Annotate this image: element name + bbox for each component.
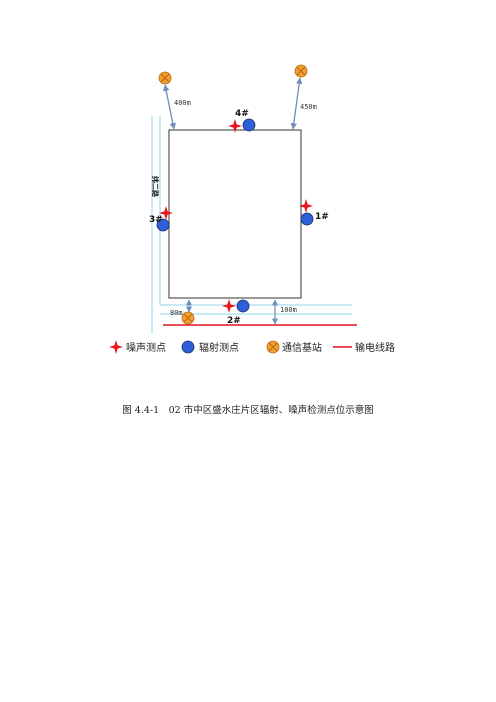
- distance-label-top-right: 450m: [300, 103, 317, 111]
- legend-noise-icon: [109, 340, 123, 354]
- point-label-3: 3#: [149, 215, 163, 225]
- noise-point-icon-4: [228, 119, 242, 133]
- distance-label-bottom-right: 100m: [280, 306, 297, 314]
- distance-arrows: [162, 77, 303, 325]
- legend-base-station-label: 通信基站: [282, 341, 322, 354]
- distance-label-top-left: 400m: [174, 99, 191, 107]
- base-station-icon-bottom: [181, 311, 195, 325]
- site-boundary: [168, 129, 302, 299]
- legend-base-station-icon: [266, 340, 280, 354]
- legend-radiation-icon: [181, 340, 195, 354]
- base-station-icon-top-right: [294, 64, 308, 78]
- radiation-point-icon-4: [242, 118, 256, 132]
- point-label-4: 4#: [235, 109, 249, 119]
- legend-noise-label: 噪声测点: [126, 341, 166, 354]
- base-station-icon-top-left: [158, 71, 172, 85]
- road-name-label: 纬二路: [151, 176, 160, 198]
- noise-point-icon-2: [222, 299, 236, 313]
- figure-caption: 图 4.4-1 02 市中区盛水庄片区辐射、噪声检测点位示意图: [122, 404, 374, 416]
- radiation-point-icon-2: [236, 299, 250, 313]
- legend: 噪声测点 辐射测点 通信基站 输电线路: [109, 340, 395, 354]
- point-label-1: 1#: [315, 212, 329, 222]
- radiation-point-icon-1: [300, 212, 314, 226]
- road-lines: [151, 116, 352, 334]
- point-label-2: 2#: [227, 316, 241, 326]
- legend-power-line-label: 输电线路: [355, 341, 395, 354]
- radiation-point-icon-3: [156, 218, 170, 232]
- distance-label-bottom-left: 80m: [170, 309, 183, 317]
- legend-radiation-label: 辐射测点: [199, 341, 239, 354]
